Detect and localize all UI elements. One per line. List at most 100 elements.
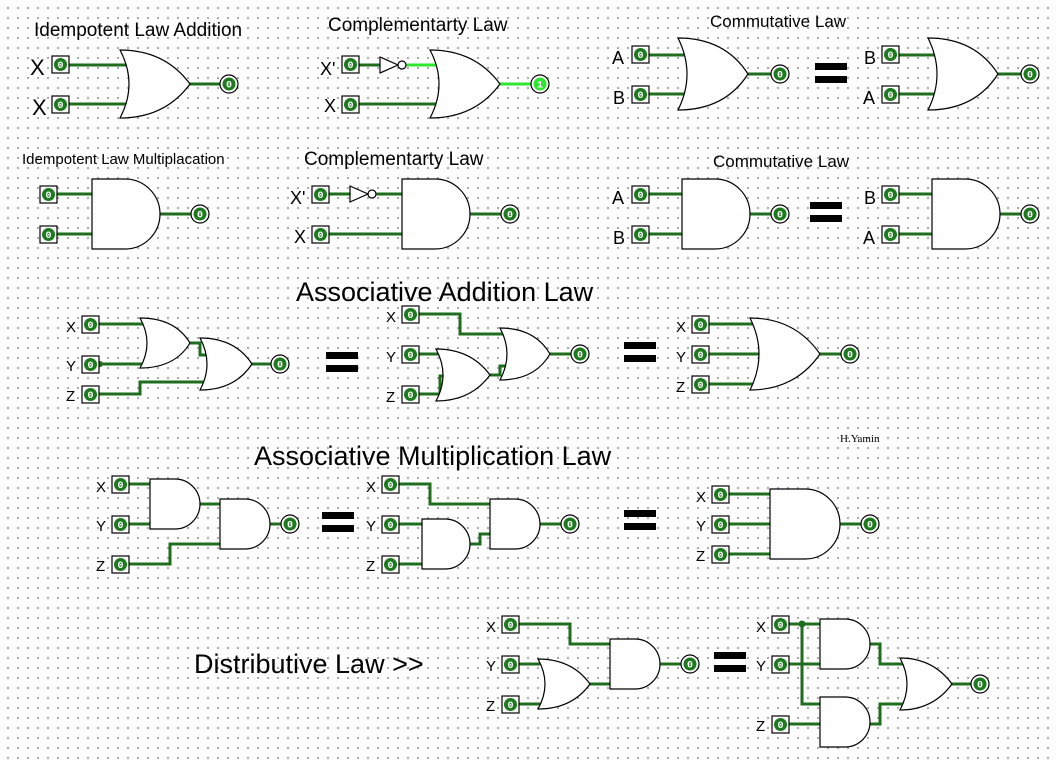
input-pin-y[interactable]: 0	[81, 355, 100, 374]
svg-text:0: 0	[887, 231, 893, 242]
and-gate[interactable]	[91, 178, 161, 250]
var-label-x: X	[324, 96, 336, 116]
not-gate[interactable]	[379, 56, 407, 74]
var-label-z: Z	[486, 698, 495, 715]
svg-text:0: 0	[887, 51, 893, 62]
svg-text:0: 0	[317, 191, 323, 202]
and-gate[interactable]	[149, 478, 201, 530]
equals-sign	[714, 652, 746, 672]
input-pin-z[interactable]: 0	[401, 385, 420, 404]
and-gate[interactable]	[681, 178, 751, 250]
or-gate[interactable]	[198, 337, 253, 391]
or-gate[interactable]	[119, 49, 191, 119]
and-gate[interactable]	[489, 498, 541, 550]
equals-sign	[322, 512, 354, 532]
input-pin-x[interactable]: 0	[771, 615, 790, 634]
input-pin-a[interactable]: 0	[631, 185, 650, 204]
input-pin-x[interactable]: 0	[311, 225, 330, 244]
var-label-b: B	[613, 228, 625, 248]
or-gate[interactable]	[429, 49, 501, 119]
or-gate[interactable]	[898, 657, 953, 711]
input-pin-z[interactable]: 0	[81, 385, 100, 404]
or-gate[interactable]	[749, 317, 821, 391]
or-gate[interactable]	[498, 327, 551, 381]
svg-text:0: 0	[637, 191, 643, 202]
and-gate[interactable]	[769, 488, 841, 560]
title-complementarity-1: Complementarty Law	[328, 15, 508, 36]
equals-sign	[810, 202, 842, 222]
or-gate[interactable]	[138, 317, 191, 369]
and-gate[interactable]	[421, 518, 471, 570]
svg-text:0: 0	[407, 391, 413, 402]
svg-text:0: 0	[777, 71, 783, 82]
input-pin-x[interactable]: 0	[381, 475, 400, 494]
var-label-x: X	[66, 319, 76, 336]
input-pin-x[interactable]: 0	[111, 475, 130, 494]
var-label-x-not: X'	[290, 188, 305, 208]
input-pin-x-not[interactable]: 0	[341, 55, 360, 74]
svg-text:0: 0	[45, 231, 51, 242]
input-pin-y[interactable]: 0	[501, 655, 520, 674]
or-gate[interactable]	[677, 37, 749, 111]
input-pin-x[interactable]: 0	[401, 305, 420, 324]
svg-text:0: 0	[45, 191, 51, 202]
input-pin-y[interactable]: 0	[711, 515, 730, 534]
input-pin-b[interactable]: 0	[631, 85, 650, 104]
input-pin-z[interactable]: 0	[691, 375, 710, 394]
output-probe: 0	[970, 674, 990, 694]
input-pin-z[interactable]: 0	[501, 695, 520, 714]
not-gate[interactable]	[349, 185, 377, 203]
input-pin[interactable]: 0	[39, 185, 58, 204]
or-gate[interactable]	[434, 348, 491, 402]
input-pin-x[interactable]: 0	[501, 615, 520, 634]
output-probe: 0	[190, 204, 210, 224]
input-pin-a[interactable]: 0	[881, 225, 900, 244]
input-pin-b[interactable]: 0	[881, 185, 900, 204]
var-label-z: Z	[366, 558, 375, 575]
input-pin-y[interactable]: 0	[771, 655, 790, 674]
input-pin-b[interactable]: 0	[631, 225, 650, 244]
input-pin[interactable]: 0	[39, 225, 58, 244]
input-pin-x-not[interactable]: 0	[311, 185, 330, 204]
input-pin-z[interactable]: 0	[771, 715, 790, 734]
input-pin-x[interactable]: 0	[711, 485, 730, 504]
and-gate[interactable]	[819, 618, 871, 670]
title-associative-addition: Associative Addition Law	[296, 277, 594, 307]
input-pin-x[interactable]: 0	[51, 95, 70, 114]
and-gate[interactable]	[931, 178, 1001, 250]
title-complementarity-2: Complementarty Law	[304, 149, 484, 170]
input-pin-y[interactable]: 0	[111, 515, 130, 534]
input-pin-x[interactable]: 0	[691, 315, 710, 334]
and-gate[interactable]	[819, 696, 871, 748]
input-pin-z[interactable]: 0	[381, 555, 400, 574]
input-pin-x[interactable]: 0	[51, 55, 70, 74]
and-gate[interactable]	[219, 498, 271, 550]
var-label-y: Y	[386, 349, 396, 366]
input-pin-x[interactable]: 0	[341, 95, 360, 114]
svg-text:0: 0	[197, 211, 203, 222]
output-probe: 0	[570, 344, 590, 364]
input-pin-a[interactable]: 0	[881, 85, 900, 104]
and-gate[interactable]	[609, 638, 661, 690]
input-pin-z[interactable]: 0	[111, 555, 130, 574]
var-label-a: A	[612, 48, 624, 68]
or-gate[interactable]	[927, 37, 999, 111]
svg-text:0: 0	[777, 621, 783, 632]
svg-text:0: 0	[387, 481, 393, 492]
input-pin-a[interactable]: 0	[631, 45, 650, 64]
title-idempotent-addition: Idempotent Law Addition	[34, 20, 242, 41]
and-gate[interactable]	[401, 178, 471, 250]
input-pin-z[interactable]: 0	[711, 545, 730, 564]
svg-text:0: 0	[57, 61, 63, 72]
svg-text:0: 0	[777, 211, 783, 222]
var-label-x: X	[32, 95, 47, 120]
input-pin-b[interactable]: 0	[881, 45, 900, 64]
input-pin-y[interactable]: 0	[401, 345, 420, 364]
input-pin-y[interactable]: 0	[691, 345, 710, 364]
input-pin-x[interactable]: 0	[81, 315, 100, 334]
input-pin-y[interactable]: 0	[381, 515, 400, 534]
or-gate[interactable]	[536, 658, 591, 710]
svg-text:0: 0	[117, 481, 123, 492]
